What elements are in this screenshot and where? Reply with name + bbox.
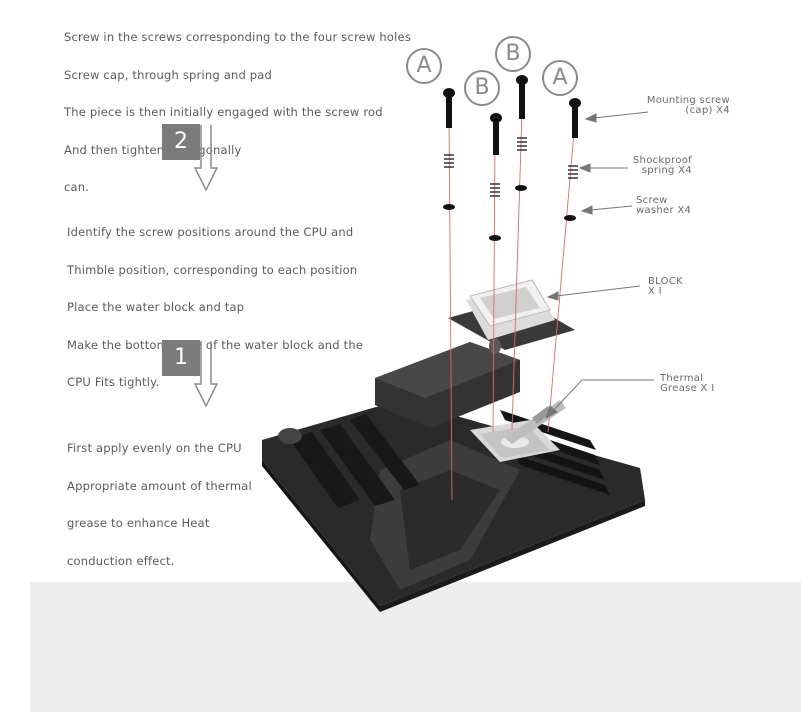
step3-instructions: Screw in the screws corresponding to the…: [64, 6, 411, 206]
callout-line: X I: [648, 286, 662, 297]
water-block: [448, 279, 575, 354]
instruction-line: Screw cap, through spring and pad: [64, 67, 273, 82]
callout-line: spring X4: [641, 165, 692, 176]
callout-block: BLOCK X I: [648, 277, 698, 297]
alignment-guides: [448, 111, 575, 501]
step-number: 2: [162, 124, 200, 160]
motherboard: [262, 342, 645, 612]
callout-washer: Screw washer X4: [636, 196, 704, 216]
instruction-line: Identify the screw positions around the …: [67, 225, 354, 239]
step2-marker: 2: [162, 124, 222, 194]
screws: [443, 75, 581, 155]
instruction-line: grease to enhance Heat: [67, 516, 210, 530]
callout-thermal-grease: Thermal Grease X I: [660, 374, 720, 394]
step1-marker: 1: [162, 340, 222, 410]
instruction-line: First apply evenly on the CPU: [67, 441, 242, 455]
springs: [444, 137, 578, 197]
down-arrow-icon: [194, 125, 218, 192]
instruction-line: The piece is then initially engaged with…: [64, 105, 383, 119]
screw-label-b-badge: B: [464, 70, 500, 106]
instruction-line: Appropriate amount of thermal: [67, 478, 252, 493]
washers: [443, 185, 576, 241]
callout-mounting-screw: Mounting screw (cap) X4: [640, 96, 730, 116]
step1-instructions: First apply evenly on the CPU Appropriat…: [67, 417, 252, 580]
step-number: 1: [162, 340, 200, 376]
callout-line: Shockproof: [632, 155, 692, 166]
callout-line: Grease X I: [660, 383, 715, 394]
screw-label-a-badge: A: [406, 48, 442, 84]
instruction-line: Make the bottom plate of the water block…: [67, 337, 364, 352]
screw-label-b-badge: B: [495, 36, 531, 72]
instruction-line: Thimble position, corresponding to each …: [67, 262, 358, 277]
screw-label-a-badge: A: [542, 60, 578, 96]
instruction-line: Place the water block and tap: [67, 300, 245, 314]
callout-line: Screw: [636, 195, 668, 206]
callout-line: washer X4: [636, 205, 692, 216]
callout-line: Thermal: [660, 373, 704, 384]
floor-panel: [30, 582, 801, 712]
step2-instructions: Identify the screw positions around the …: [67, 201, 363, 401]
instruction-line: CPU Fits tightly.: [67, 375, 160, 389]
instruction-line: can.: [64, 180, 90, 194]
callout-line: Mounting screw: [646, 95, 730, 106]
down-arrow-icon: [194, 341, 218, 408]
callout-line: BLOCK: [648, 276, 683, 287]
instruction-line: Screw in the screws corresponding to the…: [64, 30, 412, 44]
callout-line: (cap) X4: [685, 105, 730, 116]
callout-spring: Shockproof spring X4: [620, 156, 692, 176]
callout-leaders: [545, 111, 654, 420]
instruction-line: conduction effect.: [67, 553, 175, 568]
